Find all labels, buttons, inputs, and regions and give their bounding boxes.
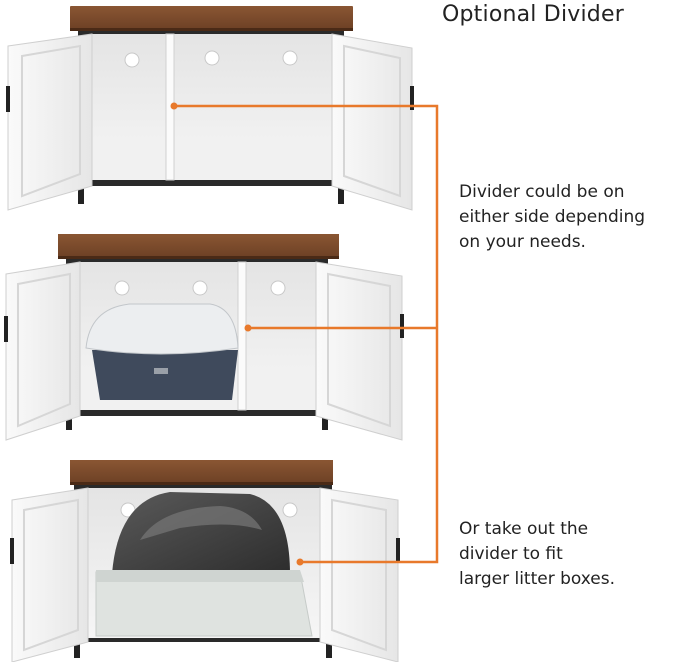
- callout-dot: [244, 324, 252, 332]
- door-handle: [4, 316, 8, 342]
- door-handle: [10, 538, 14, 564]
- cabinet-no-divider: [10, 460, 400, 662]
- litter-box-open: [85, 303, 239, 400]
- callout-dot: [296, 558, 304, 566]
- callout-line-text: on your needs.: [459, 232, 586, 252]
- litter-box-hooded: [95, 492, 313, 637]
- wood-top: [58, 234, 339, 259]
- door-handle: [396, 538, 400, 562]
- wood-top: [70, 460, 333, 485]
- callout-line-text: either side depending: [459, 207, 646, 227]
- callout-text-divider-side: Divider could be on either side dependin…: [459, 180, 645, 255]
- callout-line: [174, 104, 439, 564]
- door-handle: [400, 314, 404, 338]
- right-door: [315, 261, 404, 441]
- cabinet-divider-left: [6, 6, 414, 211]
- callout-text-remove-divider: Or take out the divider to fit larger li…: [459, 517, 615, 592]
- right-door: [331, 33, 414, 211]
- callout-lines: [170, 102, 439, 566]
- callout-line-text: divider to fit: [459, 544, 563, 564]
- callout-line-text: Divider could be on: [459, 182, 625, 202]
- door-handle: [410, 86, 414, 110]
- cabinet-divider-right: [4, 234, 404, 441]
- page-title: Optional Divider: [442, 2, 624, 27]
- callout-line-text: larger litter boxes.: [459, 569, 616, 589]
- left-door: [10, 487, 89, 662]
- left-door: [4, 261, 81, 441]
- right-door: [319, 487, 400, 662]
- callout-line-text: Or take out the: [459, 519, 589, 539]
- wood-top: [70, 6, 353, 31]
- door-handle: [6, 86, 10, 112]
- callout-dot: [170, 102, 178, 110]
- left-door: [6, 33, 93, 211]
